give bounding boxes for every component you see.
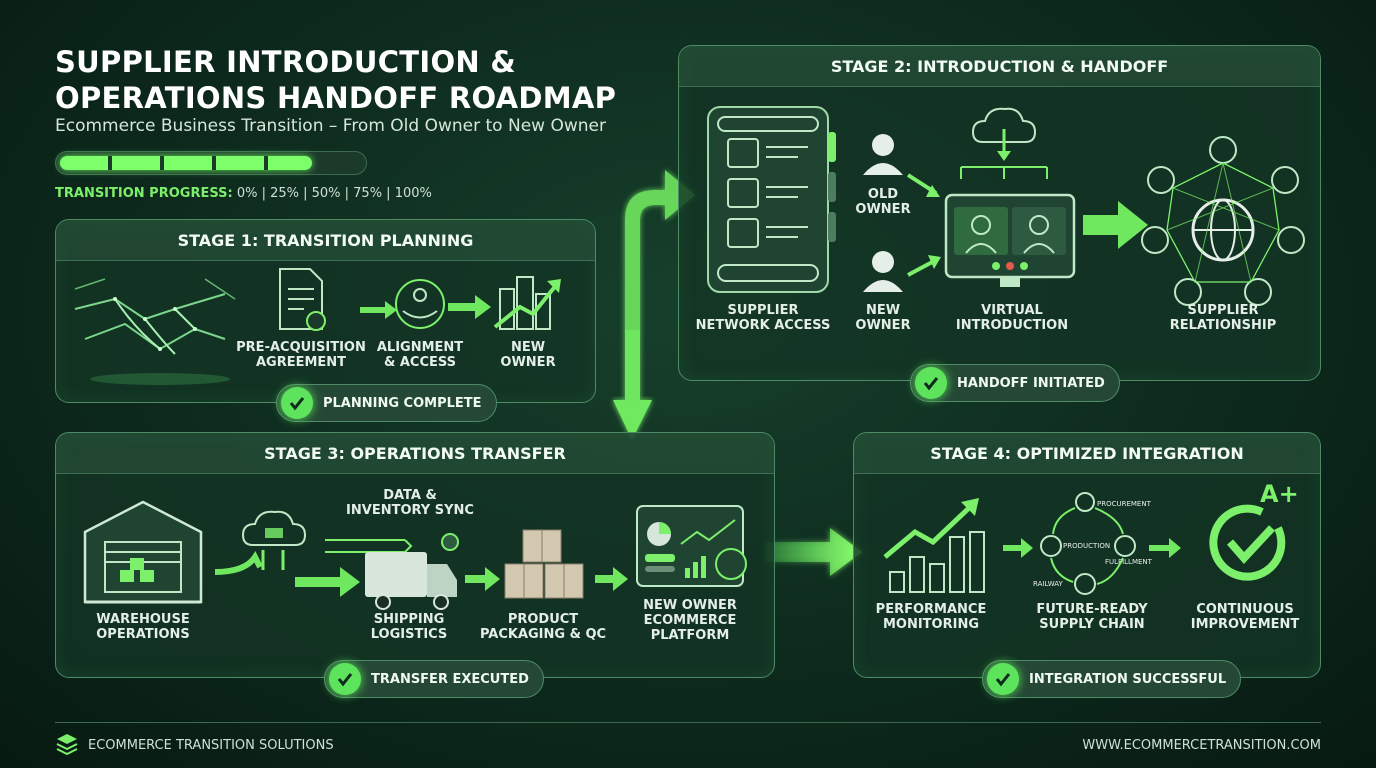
- label-platform: NEW OWNER ECOMMERCE PLATFORM: [643, 598, 737, 643]
- stage4-title: STAGE 4: OPTIMIZED INTEGRATION: [854, 433, 1320, 474]
- page-subtitle: Ecommerce Business Transition – From Old…: [55, 116, 606, 136]
- label-pre-acquisition: PRE-ACQUISITION AGREEMENT: [236, 340, 366, 370]
- label-improvement: CONTINUOUS IMPROVEMENT: [1190, 602, 1300, 632]
- footer-divider: [55, 722, 1321, 723]
- check-grade-icon: A+: [1209, 480, 1299, 581]
- cycle-label-procurement: PROCUREMENT: [1097, 500, 1152, 508]
- check-icon: [281, 387, 313, 419]
- progress-label: TRANSITION PROGRESS: 0% | 25% | 50% | 75…: [55, 186, 432, 201]
- contract-icon: [279, 268, 326, 331]
- check-icon: [987, 663, 1019, 695]
- handshake-icon: [74, 278, 236, 385]
- dashboard-icon: [636, 505, 747, 587]
- stage1-panel: STAGE 1: TRANSITION PLANNING: [55, 219, 596, 403]
- supplier-directory-icon: [707, 106, 836, 293]
- check-icon: [915, 367, 947, 399]
- label-new-owner-s1: NEW OWNER: [500, 340, 556, 370]
- progress-fill: [60, 156, 313, 170]
- integration-successful-badge: INTEGRATION SUCCESSFUL: [982, 660, 1242, 698]
- stage3-title: STAGE 3: OPERATIONS TRANSFER: [56, 433, 774, 474]
- footer-brand: ECOMMERCE TRANSITION SOLUTIONS: [88, 738, 334, 753]
- arrow-down-to-stage3: [613, 400, 652, 440]
- cloud-sync-icon: [241, 510, 307, 570]
- label-new-owner-s2: NEW OWNER: [855, 303, 911, 333]
- label-performance: PERFORMANCE MONITORING: [875, 602, 987, 632]
- label-old-owner: OLD OWNER: [855, 187, 911, 217]
- cycle-label-production: PRODUCTION: [1063, 542, 1110, 550]
- stage4-panel: STAGE 4: OPTIMIZED INTEGRATION: [853, 432, 1321, 678]
- page-title: SUPPLIER INTRODUCTION & OPERATIONS HANDO…: [55, 45, 617, 115]
- label-virtual-intro: VIRTUAL INTRODUCTION: [955, 303, 1069, 333]
- handoff-initiated-badge: HANDOFF INITIATED: [910, 364, 1120, 402]
- truck-icon: [365, 533, 459, 610]
- boxes-icon: [504, 529, 584, 599]
- cycle-label-railway: RAILWAY: [1033, 580, 1063, 588]
- stage2-title: STAGE 2: INTRODUCTION & HANDOFF: [679, 46, 1320, 87]
- transition-progress-bar: [55, 151, 367, 175]
- video-call-icon: [944, 193, 1076, 287]
- label-supply-chain: FUTURE-READY SUPPLY CHAIN: [1036, 602, 1148, 632]
- label-supplier-relationship: SUPPLIER RELATIONSHIP: [1169, 303, 1277, 333]
- planning-complete-badge: PLANNING COMPLETE: [276, 384, 497, 422]
- label-supplier-network: SUPPLIER NETWORK ACCESS: [695, 303, 831, 333]
- cloud-download-icon: [960, 107, 1048, 179]
- old-owner-icon: [863, 134, 903, 175]
- cycle-icon: PROCUREMENT PRODUCTION FULFILLMENT RAILW…: [1033, 492, 1153, 595]
- arrow-stage3-to-stage4: [765, 528, 862, 576]
- label-data-sync: DATA & INVENTORY SYNC: [346, 488, 474, 518]
- label-alignment: ALIGNMENT & ACCESS: [376, 340, 464, 370]
- globe-network-icon: [1141, 136, 1305, 306]
- label-shipping: SHIPPING LOGISTICS: [370, 612, 448, 642]
- growth-buildings-icon: [493, 276, 561, 330]
- stage1-title: STAGE 1: TRANSITION PLANNING: [56, 220, 595, 261]
- new-owner-icon: [863, 251, 903, 292]
- warehouse-icon: [83, 500, 203, 604]
- gears-handshake-icon: [395, 279, 445, 329]
- cycle-label-fulfillment: FULFILLMENT: [1105, 558, 1153, 566]
- brand-logo-icon: [56, 734, 78, 756]
- label-packaging: PRODUCT PACKAGING & QC: [479, 612, 607, 642]
- grade-text: A+: [1260, 480, 1299, 508]
- check-icon: [329, 663, 361, 695]
- transfer-executed-badge: TRANSFER EXECUTED: [324, 660, 544, 698]
- label-warehouse: WAREHOUSE OPERATIONS: [96, 612, 190, 642]
- footer-url[interactable]: WWW.ECOMMERCETRANSITION.COM: [1082, 738, 1321, 753]
- growth-chart-icon: [883, 498, 985, 593]
